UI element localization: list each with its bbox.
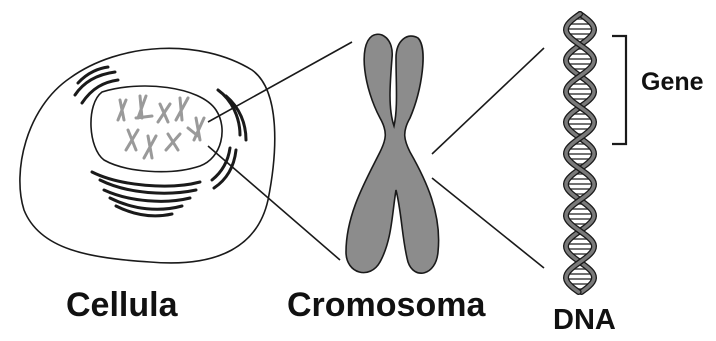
chromosome-zoom-lines	[432, 48, 544, 268]
chromosome-illustration	[346, 34, 544, 273]
chromosome-shape	[346, 34, 439, 273]
nucleus-chromosomes	[118, 96, 204, 158]
dna-double-helix	[566, 14, 594, 292]
dna-label: DNA	[553, 304, 616, 337]
gene-bracket	[612, 36, 626, 144]
cell-illustration	[20, 42, 352, 263]
cell-label: Cellula	[66, 286, 177, 325]
cell-nucleus	[91, 86, 222, 172]
chromosome-label: Cromosoma	[287, 286, 485, 325]
gene-label: Gene	[641, 68, 704, 97]
